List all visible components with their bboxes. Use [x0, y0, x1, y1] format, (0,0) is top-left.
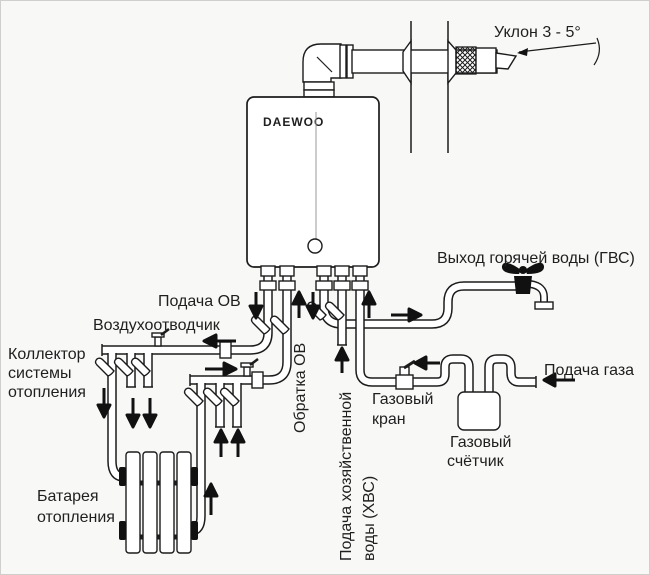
pipe-coupling: [251, 371, 264, 389]
wall-collar-right: [447, 39, 457, 85]
flow-arrow: [205, 361, 238, 377]
flow-arrow: [203, 482, 219, 515]
label-cold-water-supply: воды (ХВС): [361, 476, 378, 561]
label-gas-valve: кран: [372, 411, 406, 428]
faucet-icon: [501, 262, 554, 310]
flow-arrow: [230, 428, 246, 457]
label-hot-water-output: Выход горячей воды (ГВС): [437, 250, 635, 267]
label-radiator: отопления: [37, 509, 115, 526]
flow-arrow: [248, 292, 264, 320]
label-heating-collector: отопления: [8, 384, 86, 401]
label-cold-water-supply: Подача хозяйственной: [338, 392, 355, 561]
flow-arrow: [125, 398, 141, 429]
label-heating-return: Обратка ОВ: [292, 343, 309, 433]
gas-meter: [457, 391, 501, 431]
wall: [410, 21, 449, 153]
radiator: [119, 451, 198, 554]
label-gas-meter: счётчик: [447, 453, 505, 470]
flow-arrow: [391, 307, 423, 323]
flow-arrow: [213, 428, 229, 457]
boiler-button: [307, 238, 323, 254]
boiler-brand: DAEWOO: [263, 115, 324, 129]
wall-collar-left: [402, 38, 412, 86]
label-gas-valve: Газовый: [372, 391, 433, 408]
flue-seal-section: [455, 46, 477, 75]
boiler-connections: [259, 265, 369, 291]
flow-arrow: [202, 333, 236, 349]
flow-arrow: [96, 388, 112, 419]
flue-tip: [495, 52, 518, 70]
flow-arrow: [291, 290, 307, 318]
gas-valve-icon: [395, 359, 416, 390]
slope-annotation: Уклон 3 - 5°: [494, 24, 600, 66]
label-slope: Уклон 3 - 5°: [494, 24, 581, 41]
flow-arrow: [542, 372, 575, 388]
flow-arrow: [142, 398, 158, 429]
flue-elbow: [302, 43, 342, 83]
flue-duct: [302, 38, 518, 98]
flow-arrow: [334, 346, 350, 373]
flow-arrow: [305, 292, 321, 320]
label-heating-supply: Подача ОВ: [158, 293, 241, 310]
pipes: [102, 272, 544, 531]
label-radiator: Батарея: [37, 488, 99, 505]
flow-arrow: [413, 355, 440, 371]
label-heating-collector: Коллектор: [8, 346, 86, 363]
boiler: DAEWOO: [246, 96, 380, 268]
labels: Выход горячей воды (ГВС) Подача ОВ Возду…: [8, 250, 635, 561]
flow-arrow: [361, 290, 377, 318]
flow-arrows: [96, 290, 575, 515]
pipe-coupling: [219, 341, 232, 359]
label-heating-collector: системы: [8, 365, 71, 382]
label-gas-supply: Подача газа: [544, 362, 634, 379]
label-air-vent: Воздухоотводчик: [93, 317, 221, 334]
label-gas-meter: Газовый: [450, 434, 511, 451]
